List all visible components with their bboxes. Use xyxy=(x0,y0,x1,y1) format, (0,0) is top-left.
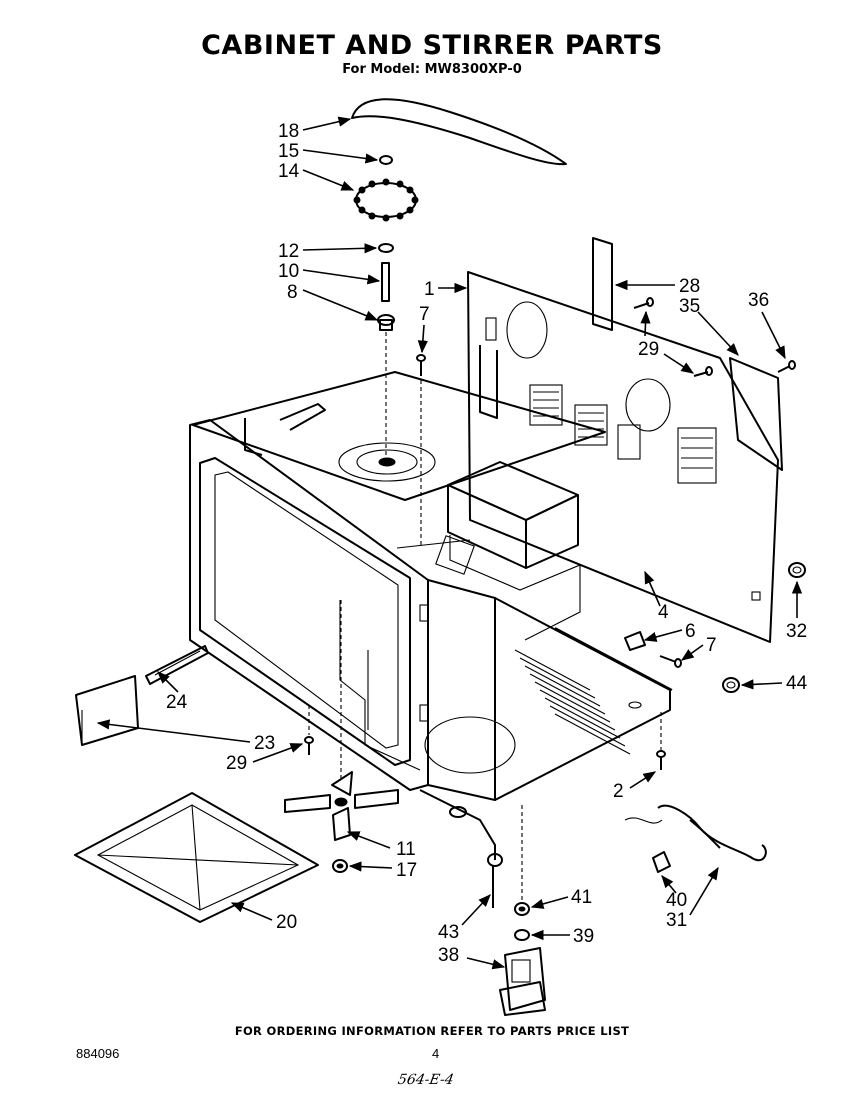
document-number: 884096 xyxy=(76,1046,120,1061)
part-31-power-cord xyxy=(624,804,767,862)
callout-39: 39 xyxy=(573,926,594,947)
part-7-screw-top xyxy=(416,354,426,376)
part-12-washer xyxy=(378,243,394,253)
callout-14: 14 xyxy=(278,161,300,182)
callout-24: 24 xyxy=(166,692,188,713)
ordering-note: FOR ORDERING INFORMATION REFER TO PARTS … xyxy=(234,1024,630,1038)
part-23-cover xyxy=(75,675,139,746)
part-44-grommet xyxy=(722,677,740,693)
callout-44: 44 xyxy=(786,673,808,694)
callout-7-top: 7 xyxy=(419,304,430,325)
cabinet-body xyxy=(189,371,673,801)
callout-6: 6 xyxy=(685,621,696,642)
part-10-shaft xyxy=(381,262,390,302)
callout-29-lower: 29 xyxy=(226,753,247,774)
part-32-nut xyxy=(788,562,806,578)
callout-18: 18 xyxy=(278,121,299,142)
callout-23: 23 xyxy=(254,733,275,754)
callout-12: 12 xyxy=(278,241,299,262)
page-number: 4 xyxy=(432,1046,440,1061)
handwritten-note: 564-E-4 xyxy=(396,1072,455,1088)
part-14-stirrer-gear xyxy=(353,178,419,222)
part-35-side-plate xyxy=(729,357,783,471)
callout-41: 41 xyxy=(571,887,592,908)
callout-4: 4 xyxy=(658,602,669,623)
part-20-tray xyxy=(74,792,319,923)
part-15-clip xyxy=(379,155,393,165)
part-2-screw xyxy=(656,750,666,770)
callout-15: 15 xyxy=(278,141,299,162)
part-29-screw-b xyxy=(693,366,713,377)
model-subtitle: For Model: MW8300XP-0 xyxy=(342,62,522,77)
part-38-switch-bracket xyxy=(499,947,546,1016)
part-41-nut xyxy=(514,902,530,916)
part-17-nut xyxy=(332,859,348,873)
callout-11: 11 xyxy=(396,839,416,860)
back-panel xyxy=(467,271,779,643)
part-6-clip xyxy=(624,631,646,651)
leader-lines xyxy=(96,116,803,970)
part-29-screw-a xyxy=(633,297,654,309)
callout-1: 1 xyxy=(424,279,435,300)
callout-40: 40 xyxy=(666,890,687,911)
callout-labels: 18 15 14 12 10 8 7 1 28 35 36 29 4 6 7 3… xyxy=(166,121,808,966)
callout-28: 28 xyxy=(679,276,700,297)
part-29-screw-lower xyxy=(304,736,314,755)
callout-36: 36 xyxy=(748,290,769,311)
callout-2: 2 xyxy=(613,781,624,802)
callout-31: 31 xyxy=(666,910,687,931)
callout-38: 38 xyxy=(438,945,459,966)
part-40-connector xyxy=(652,851,671,873)
callout-43: 43 xyxy=(438,922,459,943)
callout-7-right: 7 xyxy=(706,635,717,656)
callout-10: 10 xyxy=(278,261,299,282)
part-28-bracket xyxy=(592,237,613,331)
callout-32: 32 xyxy=(786,621,807,642)
part-8-bushing xyxy=(377,314,395,331)
callout-20: 20 xyxy=(276,912,297,933)
callout-17: 17 xyxy=(396,860,417,881)
part-39-washer xyxy=(514,929,530,941)
callout-35: 35 xyxy=(679,296,700,317)
part-43-wire xyxy=(419,789,503,908)
callout-8: 8 xyxy=(287,282,298,303)
part-11-fan-blade xyxy=(284,771,399,841)
part-7-screw-right xyxy=(659,655,682,668)
part-24-spring xyxy=(145,645,209,685)
callout-29-upper: 29 xyxy=(638,339,659,360)
part-36-screw xyxy=(777,360,796,373)
page-title: CABINET AND STIRRER PARTS xyxy=(201,30,663,61)
part-18-gasket xyxy=(351,98,567,166)
